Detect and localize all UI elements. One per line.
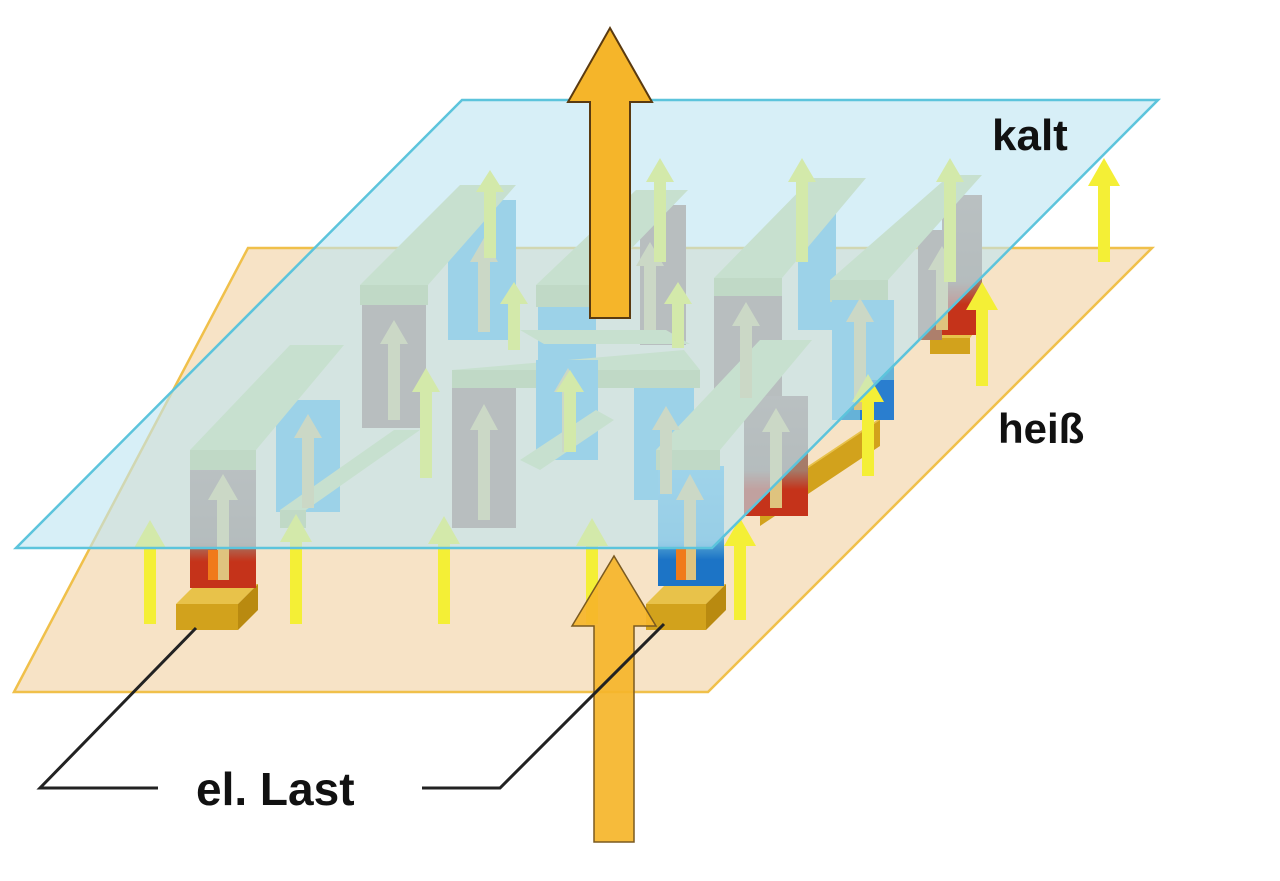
up-arrow-icon (566, 25, 654, 319)
load-contact-left (176, 584, 258, 630)
cold-plate (12, 98, 1162, 550)
electrical-load-label: el. Last (196, 763, 355, 815)
up-arrow-icon (570, 554, 658, 843)
cold-side-label: kalt (992, 111, 1068, 160)
load-leader-lines (36, 622, 666, 790)
hot-side-label: heiß (998, 405, 1085, 452)
load-contact-right (646, 584, 726, 630)
